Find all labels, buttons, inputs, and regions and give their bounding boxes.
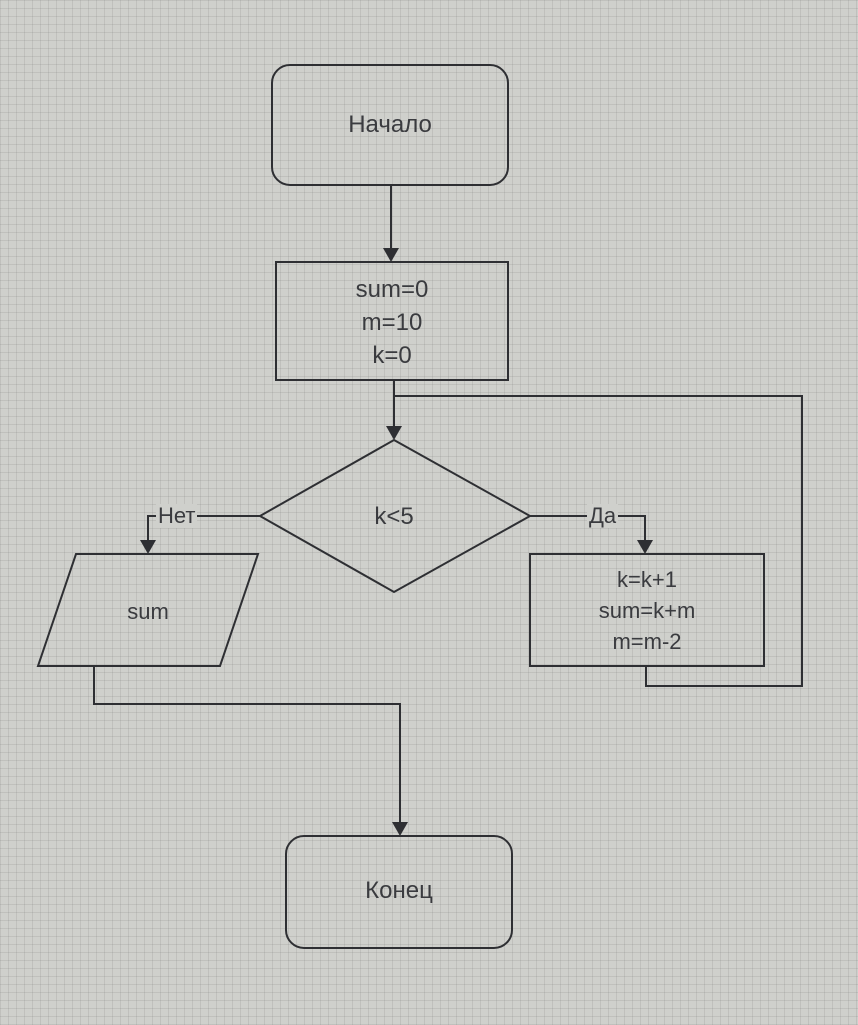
arrowhead-end [392, 822, 408, 836]
arrowhead-init [383, 248, 399, 262]
arrowhead-decision [386, 426, 402, 440]
end-terminal-shape [285, 835, 513, 949]
connector-loop-back [394, 395, 803, 687]
output-label: sum [127, 599, 169, 624]
loop-body-step-3: m=m-2 [612, 629, 682, 654]
condition-label: k<5 [374, 503, 414, 530]
end-label: Конец [365, 877, 433, 904]
arrowhead-loop-body [637, 540, 653, 554]
connector-yes-branch [530, 515, 646, 542]
connector-output-end [93, 666, 401, 826]
start-label: Начало [348, 111, 432, 138]
init-step-2: m=10 [361, 309, 423, 336]
loop-body-step-1: k=k+1 [617, 567, 677, 592]
init-step-3: k=0 [372, 342, 412, 369]
loop-body-step-2: sum=k+m [598, 598, 696, 623]
loop-body-shape [529, 553, 765, 667]
output-shape [36, 553, 260, 667]
init-process-shape [275, 261, 509, 381]
decision-shape [257, 438, 533, 594]
connector-no-branch [147, 515, 260, 542]
init-step-1: sum=0 [355, 276, 429, 303]
branch-yes-label: Да [587, 503, 619, 528]
branch-no-label: Нет [156, 503, 198, 528]
arrowhead-output [140, 540, 156, 554]
